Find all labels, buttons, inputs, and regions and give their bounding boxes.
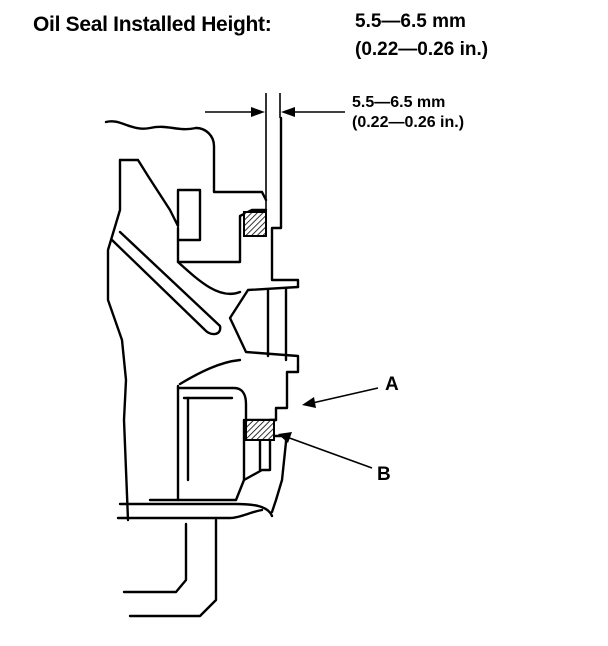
- sump-wall-left: [122, 522, 188, 594]
- sump-wall-right: [128, 518, 218, 618]
- callout-a-arrowhead: [302, 397, 316, 408]
- callout-b-arrowhead: [278, 432, 292, 443]
- lower-seal-pocket: [176, 386, 278, 422]
- dimension-arrowhead-left: [251, 107, 265, 117]
- heading-value-imperial: (0.22—0.26 in.): [355, 39, 488, 60]
- upper-rib: [118, 158, 202, 242]
- lower-right-face: [242, 434, 272, 482]
- lower-right-taper: [270, 440, 288, 514]
- oil-seal-upper: [243, 211, 267, 237]
- cover-face-upper: [270, 116, 300, 289]
- housing-left-wall: [106, 158, 130, 522]
- shaft-nose-outer: [228, 285, 300, 369]
- dimension-value-imperial: (0.22—0.26 in.): [352, 114, 464, 131]
- middle-web-upper: [176, 260, 242, 295]
- oil-seal-lower: [245, 419, 275, 441]
- heading-value-metric: 5.5—6.5 mm: [355, 11, 466, 32]
- upper-boss-outline: [194, 126, 268, 202]
- callout-b-leader: [283, 435, 373, 469]
- middle-web-lower: [178, 358, 242, 386]
- dimension-annotation: 5.5—6.5 mm (0.22—0.26 in.): [205, 93, 464, 215]
- housing-top-edge: [104, 120, 198, 131]
- lower-boss-outline: [176, 384, 246, 502]
- dimension-arrowhead-right: [281, 107, 295, 117]
- flange-top: [118, 502, 274, 518]
- callout-b-label: B: [377, 464, 391, 485]
- flange-bottom: [116, 508, 264, 520]
- housing-cover: [104, 116, 300, 618]
- diagonal-rib: [110, 230, 222, 336]
- cover-face-lower: [268, 365, 300, 444]
- upper-seal-pocket: [176, 208, 268, 264]
- callout-a-label: A: [385, 374, 399, 395]
- dimension-value-metric: 5.5—6.5 mm: [352, 94, 445, 111]
- callout-a-leader: [307, 387, 379, 405]
- callout-b: B: [278, 432, 391, 485]
- heading-label: Oil Seal Installed Height:: [33, 13, 271, 36]
- callout-a: A: [302, 374, 399, 408]
